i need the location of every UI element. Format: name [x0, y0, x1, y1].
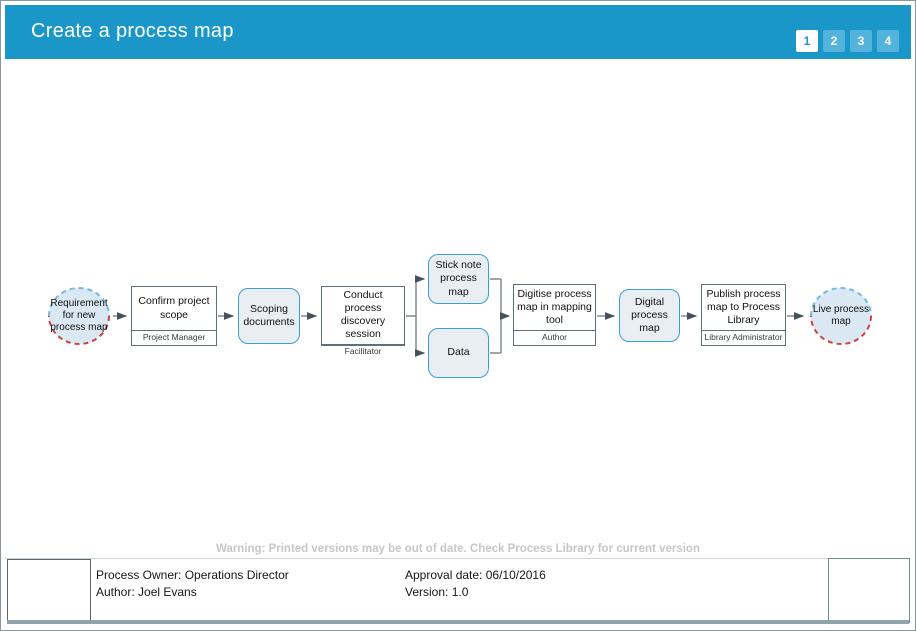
- task-label: Digitise process map in mapping tool: [517, 287, 592, 327]
- footer-right-box: [828, 558, 910, 623]
- print-warning: Warning: Printed versions may be out of …: [216, 543, 700, 555]
- process-owner-text: Process Owner: Operations Director: [96, 568, 289, 582]
- deliverable-label: Digital process map: [631, 295, 668, 335]
- footer-owner-block: Process Owner: Operations Director Autho…: [96, 567, 289, 601]
- node-scoping-documents[interactable]: Scoping documents: [238, 288, 300, 344]
- task-role: Author: [514, 330, 595, 345]
- event-shape: [810, 287, 872, 345]
- task-role: Project Manager: [132, 330, 216, 345]
- footer-approval-block: Approval date: 06/10/2016 Version: 1.0: [405, 567, 546, 601]
- node-requirement-for-new-process-map[interactable]: Requirement for new process map: [45, 284, 113, 348]
- node-live-process-map[interactable]: Live process map: [807, 284, 875, 348]
- task-role: Library Administrator: [702, 330, 785, 345]
- node-publish-process-map[interactable]: Publish process map to Process Library L…: [701, 284, 786, 346]
- page-button-1[interactable]: 1: [796, 30, 818, 52]
- title-bar: Create a process map 1 2 3 4: [5, 5, 911, 59]
- page-button-2[interactable]: 2: [823, 30, 845, 52]
- deliverable-label: Data: [447, 346, 470, 359]
- page-navigation: 1 2 3 4: [796, 30, 899, 52]
- author-text: Author: Joel Evans: [96, 585, 197, 599]
- deliverable-label: Scoping documents: [243, 302, 295, 328]
- event-shape: [48, 287, 110, 345]
- logo-placeholder-box: [7, 559, 91, 621]
- task-label: Publish process map to Process Library: [706, 287, 781, 327]
- task-role: Facilitator: [322, 343, 404, 358]
- node-digital-process-map[interactable]: Digital process map: [619, 289, 680, 342]
- event-label: Requirement for new process map: [50, 298, 108, 333]
- node-data[interactable]: Data: [428, 328, 489, 378]
- approval-date-text: Approval date: 06/10/2016: [405, 568, 546, 582]
- node-confirm-project-scope[interactable]: Confirm project scope Project Manager: [131, 286, 217, 346]
- task-label: Confirm project scope: [138, 295, 210, 321]
- task-label: Conduct process discovery session: [340, 289, 386, 341]
- node-digitise-process-map[interactable]: Digitise process map in mapping tool Aut…: [513, 284, 596, 346]
- page-button-4[interactable]: 4: [877, 30, 899, 52]
- node-conduct-process-discovery-session[interactable]: Conduct process discovery session Facili…: [321, 286, 405, 356]
- page-title: Create a process map: [31, 20, 234, 42]
- footer-divider: [5, 558, 911, 559]
- node-stick-note-process-map[interactable]: Stick note process map: [428, 254, 489, 304]
- version-text: Version: 1.0: [405, 585, 469, 599]
- deliverable-label: Stick note process map: [435, 259, 482, 298]
- event-label: Live process map: [812, 304, 870, 327]
- footer-bottom-bar: [7, 620, 909, 624]
- page-button-3[interactable]: 3: [850, 30, 872, 52]
